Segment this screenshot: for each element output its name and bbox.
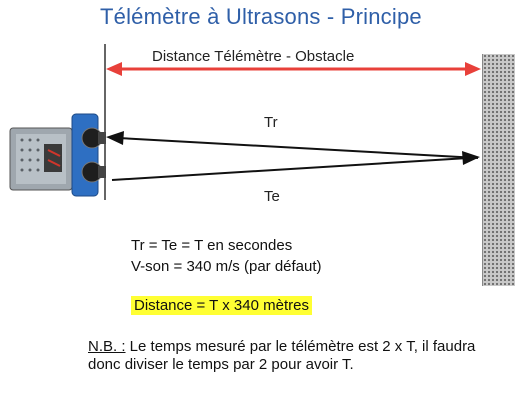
equation-time: Tr = Te = T en secondes [131,237,293,254]
emit-signal-arrowhead [462,151,480,165]
diagram-title: Télémètre à Ultrasons - Principe [100,4,422,29]
distance-arrow-right-head [465,62,481,76]
ultrasonic-sensor-image [9,113,106,197]
note-block: N.B. : Le temps mesuré par le télémètre … [88,338,478,374]
return-signal-label: Tr [264,114,278,131]
equation-sound-speed: V-son = 340 m/s (par défaut) [131,258,322,275]
emit-signal-label: Te [264,188,280,205]
note-prefix: N.B. : [88,338,126,355]
distance-formula: Distance = T x 340 mètres [131,296,312,315]
distance-label: Distance Télémètre - Obstacle [152,48,355,65]
distance-arrow-left-head [106,62,122,76]
return-signal-line [117,137,479,159]
obstacle-wall [482,54,515,286]
emit-signal-line [111,157,469,181]
note-text: Le temps mesuré par le télémètre est 2 x… [88,338,476,373]
return-signal-arrowhead [106,131,124,145]
